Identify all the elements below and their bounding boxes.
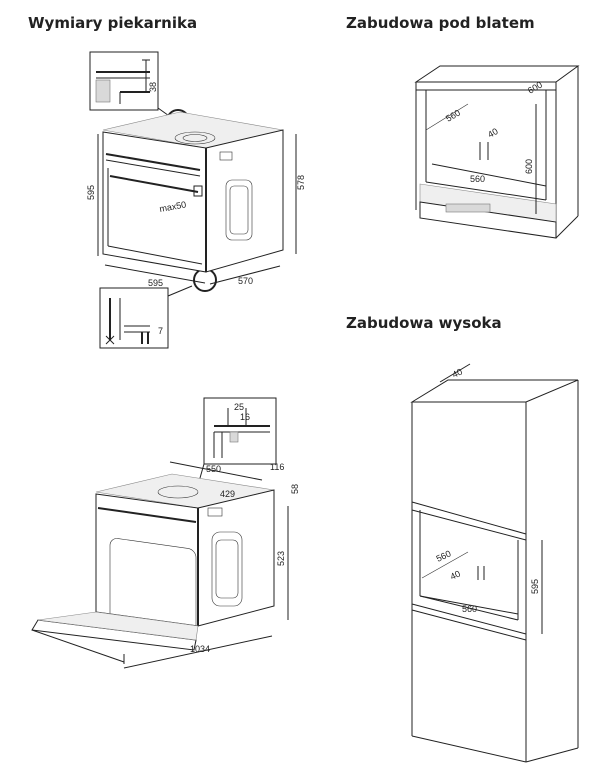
dim-oven-depth: 570: [238, 276, 253, 286]
dim-top-detail: 38: [148, 82, 158, 92]
dim-open-top-gap: 58: [290, 484, 300, 494]
dim-open-depth: 550: [206, 464, 221, 474]
bottom-detail-callout: 7: [99, 285, 193, 349]
dim-detail-a: 25: [234, 402, 244, 412]
dim-bottom-detail: 7: [158, 326, 163, 336]
dim-door-open: 1034: [190, 644, 210, 654]
oven-body: [102, 111, 284, 273]
heading-under-counter: Zabudowa pod blatem: [346, 14, 535, 32]
tall-cabinet-diagram: 40 560 40 595 560: [410, 363, 579, 763]
dim-tall-inner-depth: 560: [435, 548, 453, 563]
dim-vent-max: max50: [159, 199, 187, 214]
vent-slot: [445, 203, 491, 213]
open-oven-detail-callout: 25 16: [195, 397, 277, 493]
dim-uc-inner-depth: 560: [444, 108, 462, 124]
dim-uc-height: 600: [524, 159, 534, 174]
dim-uc-width: 560: [470, 174, 485, 184]
under-counter-diagram: 600 560 40 600 560: [414, 65, 580, 239]
heading-oven-dimensions: Wymiary piekarnika: [28, 14, 198, 32]
dim-oven-width: 595: [148, 278, 163, 288]
dim-detail-b: 16: [240, 412, 250, 422]
dim-open-height: 523: [276, 551, 286, 566]
dim-tall-height: 595: [530, 579, 540, 594]
dim-tall-top-depth: 40: [451, 367, 464, 380]
oven-dimensions-diagram: 38 595 578 max50 595: [86, 51, 306, 349]
dim-uc-gap: 40: [486, 126, 500, 140]
dim-tall-width: 560: [462, 604, 477, 614]
dim-tall-gap: 40: [449, 569, 462, 582]
dim-oven-height-side: 578: [296, 175, 306, 190]
dim-oven-height-front: 595: [86, 185, 96, 200]
top-detail-callout: 38: [89, 51, 173, 119]
dim-open-side: 116: [270, 462, 284, 472]
heading-tall-cabinet: Zabudowa wysoka: [346, 314, 502, 332]
open-oven-diagram: 25 16 550 116 58 429 523 1034: [31, 397, 300, 669]
dim-open-inner: 429: [220, 489, 235, 499]
